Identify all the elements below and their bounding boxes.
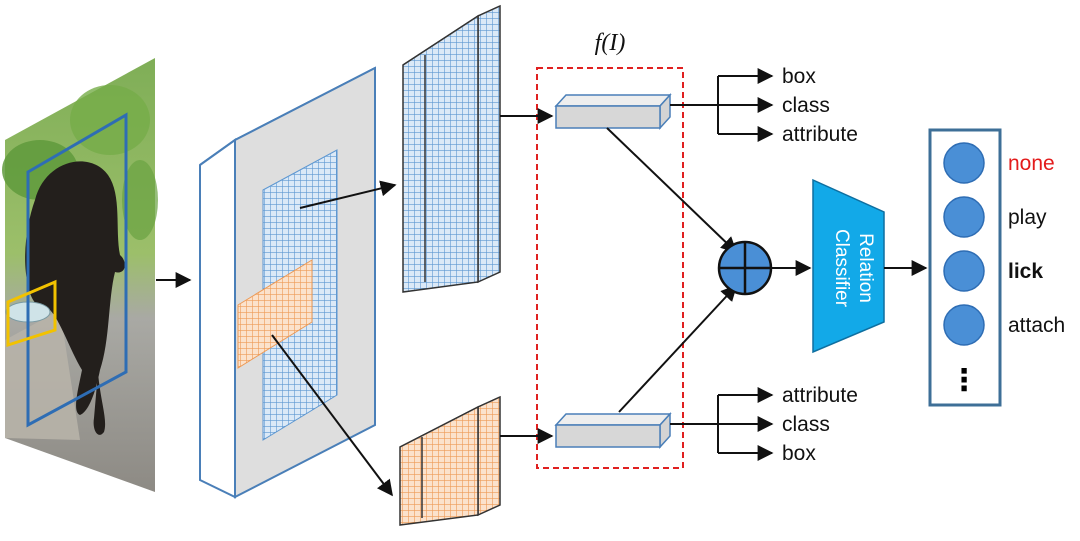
- object-bounding-box: [6, 279, 57, 348]
- bottom-output-attribute: attribute: [782, 384, 858, 407]
- subject-pool-arrow: [299, 180, 397, 209]
- relation-label-lick: lick: [1008, 260, 1043, 283]
- relation-node-play: [943, 196, 985, 238]
- relation-classifier: Relation Classifier: [812, 178, 885, 354]
- classifier-label-line1: Relation: [855, 233, 876, 303]
- bottom-output-branches: [670, 387, 774, 461]
- bottom-output-box: box: [782, 442, 816, 465]
- more-relations-indicator: ⋮: [949, 364, 979, 397]
- backbone-feature-map: [199, 66, 376, 499]
- object-pool-arrow: [271, 334, 393, 497]
- relation-label-attach: attach: [1008, 314, 1065, 337]
- top-output-box: box: [782, 65, 816, 88]
- input-image: [2, 58, 158, 492]
- relation-node-attach: [943, 304, 985, 346]
- combine-node: [717, 240, 773, 296]
- subject-bounding-box: [26, 112, 128, 428]
- subject-feature-vector: [554, 93, 672, 130]
- relation-output-panel: ⋮: [928, 128, 1002, 407]
- relation-label-none: none: [1008, 152, 1055, 175]
- object-feature-block: [399, 395, 501, 526]
- top-output-class: class: [782, 94, 830, 117]
- subject-feature-block: [402, 4, 501, 293]
- object-feature-vector: [554, 412, 672, 449]
- fi-region: [536, 67, 684, 469]
- relation-label-play: play: [1008, 206, 1047, 229]
- object-merge-arrow: [618, 284, 738, 413]
- top-output-attribute: attribute: [782, 123, 858, 146]
- bottom-output-class: class: [782, 413, 830, 436]
- relation-node-none: [943, 142, 985, 184]
- relation-node-lick: [943, 250, 985, 292]
- subject-merge-arrow: [606, 127, 738, 254]
- fi-label: f(I): [595, 30, 626, 56]
- top-output-branches: [670, 68, 774, 142]
- object-roi-grid: [237, 259, 313, 369]
- classifier-label-line2: Classifier: [831, 229, 852, 308]
